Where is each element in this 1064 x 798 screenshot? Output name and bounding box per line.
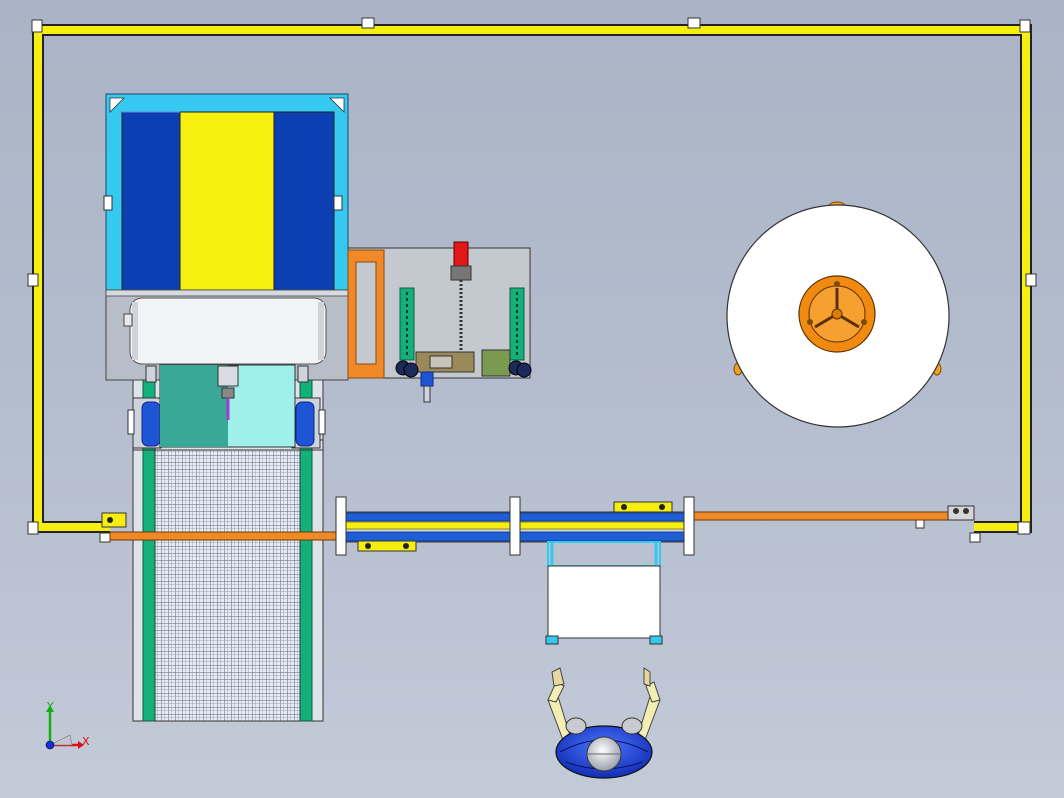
operator-mannequin: [547, 667, 661, 779]
hopper-station[interactable]: [103, 93, 349, 448]
transfer-conveyor[interactable]: [101, 496, 975, 556]
x-axis-label: X: [82, 735, 90, 748]
gantry-module[interactable]: [347, 241, 532, 403]
y-axis-label: Y: [47, 700, 54, 713]
safety-fence[interactable]: [27, 17, 1037, 543]
work-table[interactable]: [545, 541, 663, 645]
material-coil[interactable]: [726, 201, 950, 428]
coordinate-triad: [45, 705, 84, 750]
